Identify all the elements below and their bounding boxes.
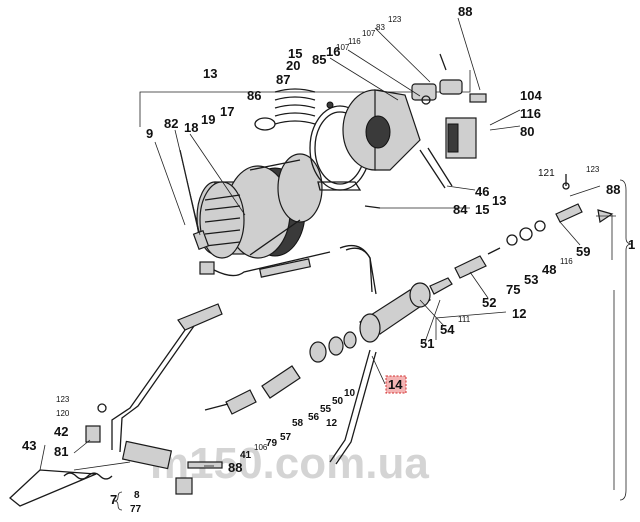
- label-56: 56: [308, 412, 320, 423]
- label-116: 116: [348, 37, 361, 46]
- label-46: 46: [475, 184, 489, 199]
- label-120: 120: [56, 409, 70, 418]
- label-121: 121: [538, 168, 555, 179]
- label-75: 75: [506, 282, 520, 297]
- label-12: 12: [326, 418, 338, 429]
- label-42: 42: [54, 424, 68, 439]
- label-53: 53: [524, 272, 538, 287]
- label-87: 87: [276, 72, 290, 87]
- label-9: 9: [146, 126, 153, 141]
- label-52: 52: [482, 295, 496, 310]
- upper-small-parts: [364, 53, 487, 209]
- brace-1: [619, 179, 633, 501]
- label-15: 15: [288, 46, 302, 61]
- label-57: 57: [280, 432, 292, 443]
- label-123: 123: [56, 395, 70, 404]
- highlight-box-14: [385, 375, 407, 394]
- label-83: 83: [376, 23, 385, 32]
- booster-body: [196, 153, 323, 259]
- leader-lines: [39, 17, 616, 490]
- label-59: 59: [576, 244, 590, 259]
- label-81: 81: [54, 444, 68, 459]
- label-55: 55: [320, 404, 332, 415]
- label-80: 80: [520, 124, 534, 139]
- label-116: 116: [560, 257, 573, 266]
- label-15: 15: [475, 202, 489, 217]
- label-50: 50: [332, 396, 344, 407]
- label-58: 58: [292, 418, 304, 429]
- brace-7: [113, 491, 123, 511]
- bracket-13: [139, 70, 471, 127]
- label-14-highlighted: 14: [388, 377, 403, 392]
- label-20: 20: [286, 58, 300, 73]
- label-111: 111: [458, 315, 471, 324]
- label-123: 123: [388, 15, 402, 24]
- label-88: 88: [458, 4, 472, 19]
- label-88: 88: [228, 460, 242, 475]
- label-51: 51: [420, 336, 434, 351]
- label-107: 107: [362, 29, 376, 38]
- label-88: 88: [606, 182, 620, 197]
- label-116: 116: [520, 106, 541, 121]
- callout-labels: 88 123 83 107 116 107 15 85 16 20 13 87 …: [22, 4, 635, 515]
- label-41: 41: [240, 450, 252, 461]
- label-107: 107: [336, 43, 350, 52]
- label-86: 86: [247, 88, 261, 103]
- label-12: 12: [512, 306, 526, 321]
- label-79: 79: [266, 438, 278, 449]
- booster-cover: [317, 89, 421, 191]
- label-82: 82: [164, 116, 178, 131]
- label-48: 48: [542, 262, 556, 277]
- label-17: 17: [220, 104, 234, 119]
- label-84: 84: [453, 202, 468, 217]
- label-123: 123: [586, 165, 600, 174]
- label-43: 43: [22, 438, 36, 453]
- label-104: 104: [520, 88, 542, 103]
- label-10: 10: [344, 388, 356, 399]
- label-8: 8: [134, 490, 140, 501]
- brake-pedal: [9, 303, 223, 507]
- label-19: 19: [201, 112, 215, 127]
- label-16: 16: [326, 44, 340, 59]
- master-cylinder: [358, 174, 614, 343]
- label-54: 54: [440, 322, 455, 337]
- label-85: 85: [312, 52, 326, 67]
- label-1: 1: [628, 237, 635, 252]
- label-13: 13: [203, 66, 217, 81]
- piston-chain: [204, 331, 377, 465]
- label-106: 106: [254, 443, 268, 452]
- label-7: 7: [110, 492, 117, 507]
- label-13: 13: [492, 193, 506, 208]
- label-18: 18: [184, 120, 198, 135]
- label-77: 77: [130, 504, 142, 515]
